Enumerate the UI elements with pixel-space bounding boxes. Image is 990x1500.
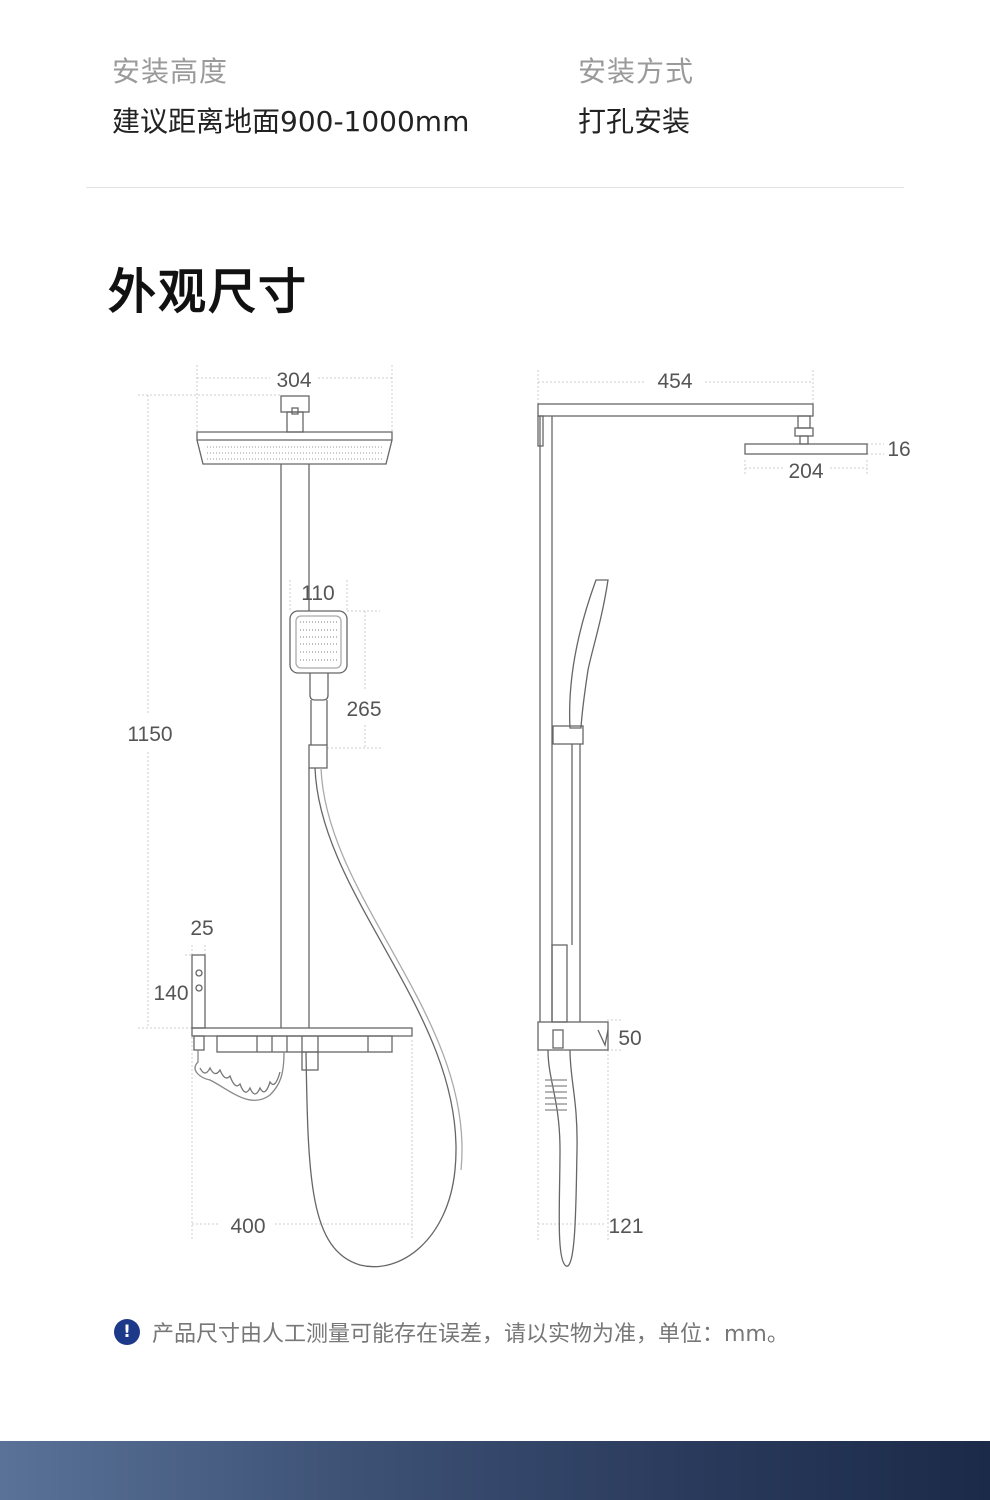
dim-valve-height: 140 — [153, 982, 188, 1005]
dim-bottom-depth: 121 — [608, 1215, 643, 1238]
section-title: 外观尺寸 — [108, 264, 309, 320]
dim-arm-length: 454 — [657, 370, 692, 393]
dim-handheld-width: 110 — [301, 582, 334, 605]
side-view — [537, 370, 884, 1267]
footer-gradient-band — [0, 1441, 990, 1500]
dim-valve-width: 25 — [190, 917, 213, 940]
dim-head-width: 304 — [276, 369, 311, 392]
dim-shelf-width: 400 — [230, 1215, 265, 1238]
dim-head-depth: 204 — [788, 460, 823, 483]
dim-total-height: 1150 — [127, 723, 172, 746]
dim-shelf-depth: 50 — [618, 1027, 641, 1050]
measurement-note: ! 产品尺寸由人工测量可能存在误差，请以实物为准，单位：mm。 — [114, 1316, 789, 1348]
install-method-label: 安装方式 — [578, 55, 695, 88]
dim-head-thickness: 16 — [887, 438, 910, 461]
install-height-value: 建议距离地面900-1000mm — [112, 105, 470, 138]
install-method-value: 打孔安装 — [578, 105, 691, 138]
dim-handheld-length: 265 — [346, 698, 381, 721]
divider — [86, 187, 904, 188]
exclamation-icon: ! — [114, 1319, 140, 1345]
install-height-label: 安装高度 — [112, 55, 229, 88]
front-view — [138, 365, 463, 1268]
note-text: 产品尺寸由人工测量可能存在误差，请以实物为准，单位：mm。 — [152, 1322, 789, 1347]
